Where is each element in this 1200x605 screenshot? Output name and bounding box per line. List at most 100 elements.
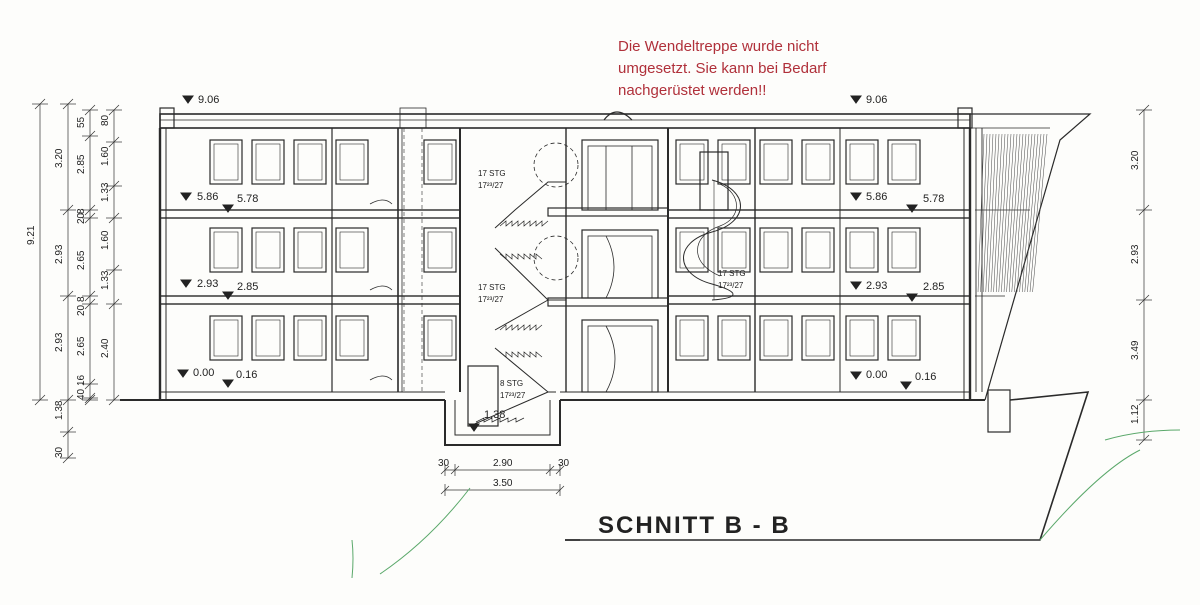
elevation-marker xyxy=(850,95,862,104)
dimension-lines xyxy=(32,98,1152,496)
window-pane xyxy=(297,231,323,269)
elev-f2-left-a: 5.86 xyxy=(197,191,218,203)
stair-spiral-ratio: 17²³/27 xyxy=(718,281,744,290)
window xyxy=(209,315,243,361)
door-group xyxy=(369,139,729,427)
elev-roof-left: 9.06 xyxy=(198,94,219,106)
window-group xyxy=(209,139,921,361)
window-pane xyxy=(255,319,281,357)
window xyxy=(887,139,921,185)
building-shell xyxy=(120,107,1092,541)
elevation-marker xyxy=(468,423,480,432)
dim-left-a-2: 2.93 xyxy=(54,332,65,352)
hatch-line xyxy=(1003,133,1015,293)
hatch-line xyxy=(995,133,1006,293)
hatch-line xyxy=(1032,133,1048,293)
elevation-marker xyxy=(850,371,862,380)
window-pane xyxy=(679,319,705,357)
hatch-line xyxy=(1029,133,1045,293)
dim-bottom-0: 30 xyxy=(438,458,450,469)
window xyxy=(335,227,369,273)
window xyxy=(845,315,879,361)
window xyxy=(209,139,243,185)
annotation-line-3: nachgerüstet werden!! xyxy=(618,82,767,99)
elevation-marker xyxy=(182,95,194,104)
window xyxy=(675,139,709,185)
hatch-line xyxy=(1021,133,1036,293)
dim-left-c-0: 80 xyxy=(100,114,111,126)
annotation-line-2: umgesetzt. Sie kann bei Bedarf xyxy=(618,60,827,77)
window xyxy=(801,139,835,185)
window xyxy=(887,315,921,361)
dim-left-a-1: 2.93 xyxy=(54,244,65,264)
hatch-line xyxy=(1016,133,1030,293)
elevation-marker xyxy=(906,204,918,213)
dim-left-c-3: 1.60 xyxy=(100,230,111,250)
dim-left-b-5: 2.65 xyxy=(76,336,87,356)
dim-left-d-1: 8 xyxy=(76,296,87,302)
hatch-line xyxy=(990,133,1000,293)
stair-upper-ratio: 17²³/27 xyxy=(478,181,504,190)
window xyxy=(759,315,793,361)
window xyxy=(801,315,835,361)
window-pane xyxy=(849,143,875,181)
window-pane xyxy=(213,143,239,181)
dim-bottom-2: 30 xyxy=(558,458,570,469)
hatch-line xyxy=(1011,133,1024,293)
stair-lower-count: 8 STG xyxy=(500,379,523,388)
elevation-marker xyxy=(900,381,912,390)
elev-ground-right-a: 0.00 xyxy=(866,369,887,381)
stair-lower-ratio: 17²³/27 xyxy=(500,391,526,400)
window xyxy=(845,227,879,273)
window xyxy=(845,139,879,185)
window xyxy=(759,139,793,185)
window-pane xyxy=(339,143,365,181)
window-pane xyxy=(297,319,323,357)
elev-roof-right: 9.06 xyxy=(866,94,887,106)
dim-left-c-1: 1.60 xyxy=(100,146,111,166)
window-pane xyxy=(255,143,281,181)
window-pane xyxy=(721,319,747,357)
window-pane xyxy=(339,231,365,269)
elev-f1-right-a: 2.93 xyxy=(866,280,887,292)
door-upper xyxy=(581,139,659,211)
hatch-line xyxy=(985,133,994,293)
dim-right-2: 3.49 xyxy=(1130,340,1141,360)
hatch-line xyxy=(998,133,1009,293)
dim-left-a-0: 3.20 xyxy=(54,148,65,168)
window xyxy=(423,227,457,273)
window xyxy=(717,139,751,185)
annotation-line-1: Die Wendeltreppe wurde nicht xyxy=(618,38,819,55)
window-pane xyxy=(763,143,789,181)
green-pencil-marks xyxy=(351,429,1181,579)
elevation-marker xyxy=(177,369,189,378)
dim-left-b-7: 40 xyxy=(76,388,87,400)
window-pane xyxy=(213,231,239,269)
dim-total-height: 9.21 xyxy=(26,225,37,245)
window xyxy=(675,315,709,361)
dimension-labels: 9.21 3.20 2.93 2.93 1.38 30 55 2.85 20 2… xyxy=(26,114,1141,489)
dim-left-c-5: 2.40 xyxy=(100,338,111,358)
dim-right-0: 3.20 xyxy=(1130,150,1141,170)
window-pane xyxy=(891,231,917,269)
elev-ground-left-a: 0.00 xyxy=(193,367,214,379)
elev-ground-left-b: 0.16 xyxy=(236,369,257,381)
dim-left-b-0: 55 xyxy=(76,116,87,128)
stair-labels: 17 STG 17²³/27 17 STG 17²³/27 8 STG 17²³… xyxy=(478,169,746,400)
window xyxy=(717,315,751,361)
hatch-line xyxy=(993,133,1003,293)
stair-upper-count: 17 STG xyxy=(478,169,506,178)
elev-f1-right-b: 2.85 xyxy=(923,281,944,293)
window-pane xyxy=(255,231,281,269)
hatch-line xyxy=(1001,133,1012,293)
window-pane xyxy=(721,231,747,269)
window-pane xyxy=(679,231,705,269)
hatch-line xyxy=(1008,133,1021,293)
window xyxy=(335,139,369,185)
elevation-labels: 9.06 9.06 5.86 5.78 5.86 5.78 2.93 2.85 … xyxy=(193,94,944,421)
elev-f1-left-b: 2.85 xyxy=(237,281,258,293)
elevation-marker xyxy=(906,293,918,302)
elev-basement: 1.38 xyxy=(484,409,505,421)
window-pane xyxy=(427,231,453,269)
